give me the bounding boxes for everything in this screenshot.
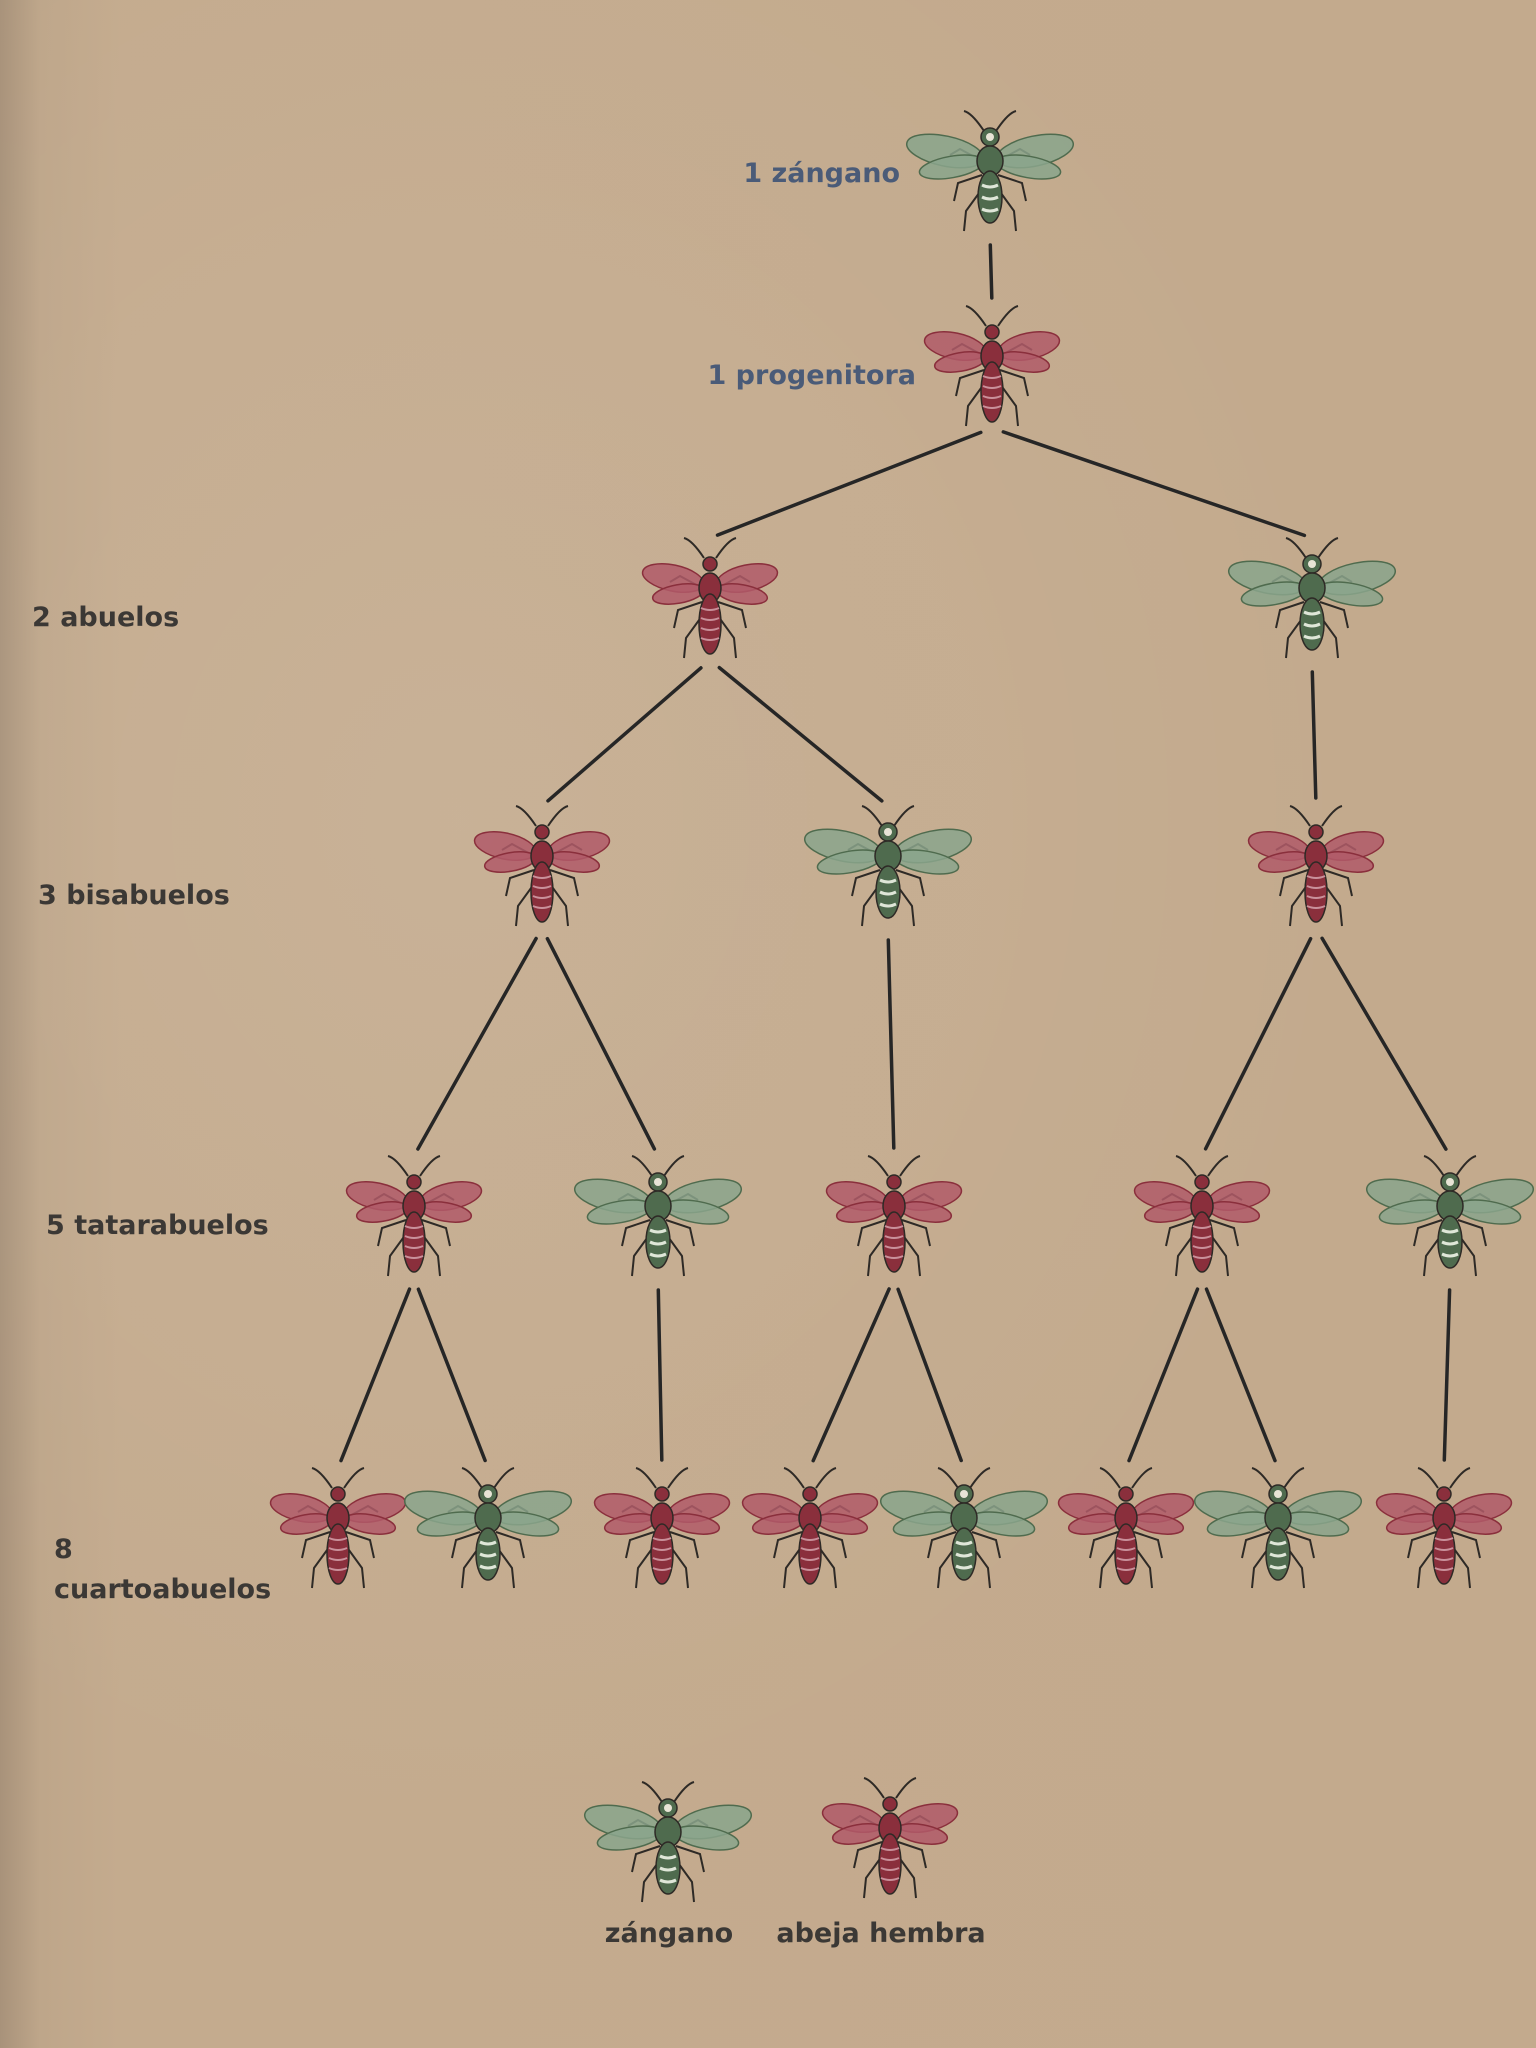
female-bee-icon: [345, 1155, 483, 1277]
generation-label-grandparents: 2 abuelos: [32, 598, 179, 638]
female-bee-icon: [593, 1467, 731, 1589]
connector-line: [656, 1288, 664, 1462]
female-bee-icon: [923, 305, 1061, 427]
female-bee-icon: [1133, 1155, 1271, 1277]
connector-line: [1320, 936, 1448, 1151]
connector-line: [339, 1287, 412, 1463]
generation-count: 5: [46, 1210, 65, 1241]
female-bee-icon: [1057, 1467, 1195, 1589]
male-bee-icon: [1365, 1155, 1535, 1277]
generation-count: 3: [38, 880, 57, 911]
male-bee-icon: [905, 110, 1075, 232]
male-bee-icon: [1193, 1467, 1363, 1589]
connector-line: [1442, 1288, 1452, 1462]
connector-line: [715, 430, 983, 537]
connector-line: [811, 1287, 891, 1463]
connector-line: [717, 665, 884, 803]
root-mother-label: 1 progenitora: [707, 360, 917, 391]
connector-line: [1203, 936, 1313, 1151]
female-bee-icon: [741, 1467, 879, 1589]
connector-line: [1310, 670, 1318, 800]
tree-bees: [269, 110, 1535, 1589]
male-bee-icon: [879, 1467, 1049, 1589]
generation-label-fourth-grandparents: 8 cuartoabuelos: [54, 1530, 271, 1610]
legend-bees: [583, 1777, 959, 1903]
male-bee-icon: [403, 1467, 573, 1589]
connector-line: [545, 936, 657, 1151]
connector-line: [546, 666, 703, 803]
connector-line: [1127, 1287, 1200, 1463]
generation-name: cuartoabuelos: [54, 1574, 272, 1605]
generation-name: bisabuelos: [66, 880, 230, 911]
tree-connector-lines: [339, 243, 1452, 1463]
female-bee-icon: [1375, 1467, 1513, 1589]
female-bee-icon: [473, 805, 611, 927]
female-bee-icon: [825, 1155, 963, 1277]
root-drone-label: 1 zángano: [743, 158, 900, 189]
legend-female-label: abeja hembra: [776, 1918, 986, 1949]
connector-line: [886, 938, 896, 1150]
legend-female-bee-icon: [821, 1777, 959, 1899]
generation-count: 2: [32, 602, 51, 633]
connector-line: [1204, 1287, 1277, 1463]
connector-line: [416, 936, 538, 1151]
generation-count: 8: [54, 1534, 73, 1565]
generation-name: abuelos: [60, 602, 180, 633]
generation-name: tatarabuelos: [74, 1210, 269, 1241]
female-bee-icon: [1247, 805, 1385, 927]
legend-male-bee-icon: [583, 1781, 753, 1903]
generation-label-great-grandparents: 3 bisabuelos: [38, 876, 230, 916]
legend-male-label: zángano: [604, 1918, 734, 1949]
male-bee-icon: [803, 805, 973, 927]
connector-line: [896, 1287, 963, 1463]
connector-line: [988, 243, 994, 300]
generation-label-great-great-grandparents: 5 tatarabuelos: [46, 1206, 269, 1246]
male-bee-icon: [1227, 537, 1397, 659]
female-bee-icon: [641, 537, 779, 659]
female-bee-icon: [269, 1467, 407, 1589]
male-bee-icon: [573, 1155, 743, 1277]
connector-line: [416, 1287, 487, 1463]
connector-line: [1001, 430, 1307, 538]
